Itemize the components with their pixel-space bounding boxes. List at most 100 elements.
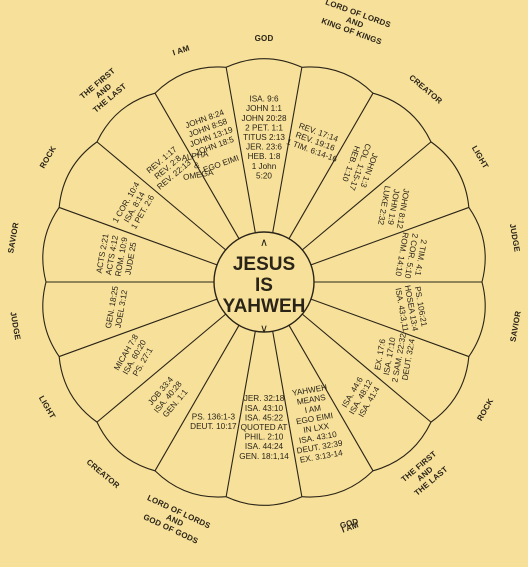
spoke-line — [310, 206, 470, 266]
center-bottom-mark: ∨ — [260, 323, 268, 335]
outer-label-creator-right: CREATOR — [407, 73, 444, 106]
reference-text: DEUT. 10:17 — [190, 422, 237, 431]
segment-outer-edge — [430, 356, 470, 423]
spoke-line — [272, 67, 303, 233]
segment-outer-edge — [154, 470, 227, 498]
center-line-3: YAHWEH — [223, 296, 306, 317]
outer-label-text: CREATOR — [85, 458, 122, 491]
outer-label-text: JUDGE — [8, 311, 22, 341]
center-hub: ∧ JESUS IS YAHWEH ∨ — [213, 231, 315, 335]
segment-outer-edge — [154, 66, 227, 94]
reference-text: JER. 32:18 — [244, 394, 285, 403]
spoke-line — [96, 313, 227, 423]
spoke-line — [154, 325, 240, 472]
segment-outer-edge — [42, 281, 60, 357]
segment-outer-edge — [58, 141, 98, 208]
outer-label-text: LIGHT — [470, 144, 490, 170]
reference-text: HEB. 1:8 — [248, 152, 281, 161]
spoke-line — [154, 92, 240, 239]
outer-label-text: I AM — [171, 43, 190, 57]
segment-outer-edge — [301, 66, 374, 94]
segment-outer-edge — [372, 421, 432, 472]
segment-outer-edge — [96, 92, 156, 143]
outer-label-god-top: GOD — [255, 34, 274, 43]
reference-text: TITUS 2:13 — [243, 133, 285, 142]
center-top-mark: ∧ — [260, 237, 268, 249]
reference-text: 1 John — [252, 162, 277, 171]
outer-label-text: SAVIOR — [6, 222, 20, 254]
outer-label-text: ROCK — [475, 397, 495, 423]
outer-label-creator-left: CREATOR — [85, 458, 122, 491]
outer-label-text: LIGHT — [37, 394, 57, 420]
reference-text: & — [193, 161, 200, 171]
segment-lines — [42, 58, 486, 506]
reference-text: QUOTED AT — [241, 423, 288, 432]
spoke-line — [288, 92, 374, 239]
segment-outer-edge — [430, 141, 470, 208]
spoke-line — [301, 141, 432, 251]
segment-outer-edge — [96, 421, 156, 472]
center-line-1: JESUS — [233, 254, 295, 275]
spoke-line — [58, 206, 218, 266]
reference-text: OMEGA — [182, 168, 214, 182]
reference-text: ISA. 45:22 — [245, 413, 284, 422]
outer-label-rock-right: ROCK — [475, 397, 495, 423]
reference-text: 2 PET. 1:1 — [245, 123, 283, 132]
reference-text: PS. 136:1-3 — [192, 412, 236, 421]
segment-outer-edge — [372, 92, 432, 143]
spoke-line — [58, 298, 218, 358]
outer-label-judge-right: JUDGE — [508, 223, 522, 253]
reference-text: GEN. 18:1,14 — [239, 452, 289, 461]
reference-text: JOHN 1:1 — [246, 104, 282, 113]
outer-label-text: SAVIOR — [508, 310, 522, 342]
center-line-2: IS — [255, 275, 273, 296]
outer-label-rock-left: ROCK — [38, 144, 58, 170]
segment-outer-edge — [468, 281, 486, 357]
outer-label-light-left: LIGHT — [37, 394, 57, 420]
reference-text: ISA. 9:6 — [249, 95, 279, 104]
outer-label-text: CREATOR — [407, 73, 444, 106]
segment-outer-edge — [225, 58, 303, 68]
outer-label-text: GOD — [255, 34, 274, 43]
reference-text: I AM — [304, 403, 322, 415]
reference-text: JOHN 20:28 — [241, 114, 286, 123]
outer-label-i-am-top: I AM — [171, 43, 190, 57]
outer-label-savior-right: SAVIOR — [508, 310, 522, 342]
segment-outer-edge — [225, 496, 303, 506]
reference-text: JER. 23:6 — [246, 143, 282, 152]
segment-outer-edge — [58, 356, 98, 423]
segment-outer-edge — [42, 207, 60, 283]
spoke-line — [310, 298, 470, 358]
spoke-line — [272, 331, 303, 497]
spoke-line — [96, 141, 227, 251]
outer-label-light-right: LIGHT — [470, 144, 490, 170]
spoke-line — [301, 313, 432, 423]
center-circle — [213, 231, 315, 333]
reference-text: ISA. 43:10 — [245, 404, 284, 413]
outer-label-text: ROCK — [38, 144, 58, 170]
segment-outer-edge — [468, 207, 486, 283]
spoke-line — [288, 325, 374, 472]
reference-text: 5:20 — [256, 171, 272, 180]
